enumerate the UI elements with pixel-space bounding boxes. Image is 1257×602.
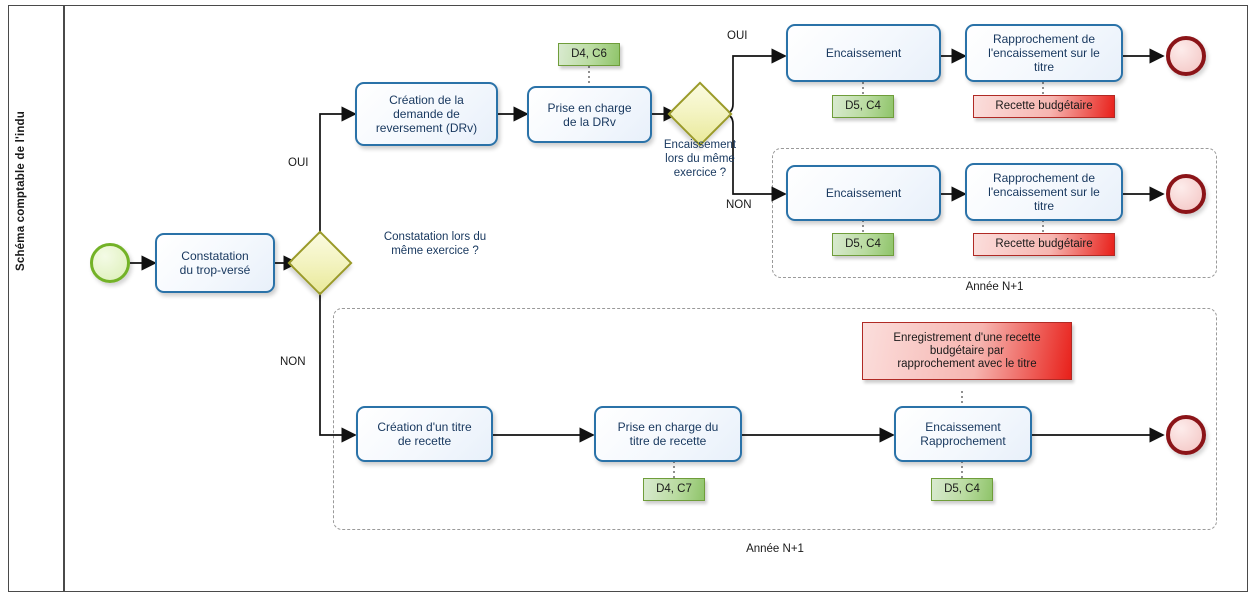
task-rapprochement-titre-2[interactable]: Rapprochement de l'encaissement sur le t… [965, 163, 1123, 221]
task-prise-en-charge-titre[interactable]: Prise en charge du titre de recette [594, 406, 742, 462]
lane-divider [63, 5, 65, 592]
task-encaissement-meme-exercice[interactable]: Encaissement [786, 24, 941, 82]
task-constatation-trop-verse[interactable]: Constatation du trop-versé [155, 233, 275, 293]
subprocess-group-upper [772, 148, 1217, 278]
flow-label-g2-yes: OUI [727, 30, 748, 42]
gateway-encaissement-label: Encaissement lors du même exercice ? [663, 139, 737, 179]
end-event-2 [1166, 174, 1206, 214]
annotation-d5-c4-upper: D5, C4 [832, 95, 894, 118]
annotation-d4-c6: D4, C6 [558, 43, 620, 66]
task-prise-en-charge-drv[interactable]: Prise en charge de la DRv [527, 86, 652, 143]
annotation-recette-budgetaire-middle: Recette budgétaire [973, 233, 1115, 256]
task-encaissement-annee-n1[interactable]: Encaissement [786, 165, 941, 221]
start-event [90, 243, 130, 283]
outer-frame [8, 5, 1248, 592]
annotation-recette-budgetaire-upper: Recette budgétaire [973, 95, 1115, 118]
task-creation-titre-recette[interactable]: Création d'un titre de recette [356, 406, 493, 462]
subprocess-group-upper-label: Année N+1 [965, 281, 1024, 293]
annotation-d5-c4-middle: D5, C4 [832, 233, 894, 256]
flow-label-g1-no: NON [280, 356, 306, 368]
subprocess-group-lower [333, 308, 1217, 530]
task-creation-drv[interactable]: Création de la demande de reversement (D… [355, 82, 498, 146]
gateway-constatation-label: Constatation lors du même exercice ? [383, 231, 487, 257]
flow-label-g1-yes: OUI [288, 157, 309, 169]
flow-label-g2-no: NON [726, 199, 752, 211]
task-encaissement-rapprochement[interactable]: Encaissement Rapprochement [894, 406, 1032, 462]
annotation-d4-c7: D4, C7 [643, 478, 705, 501]
annotation-enregistrement-recette: Enregistrement d'une recette budgétaire … [862, 322, 1072, 380]
task-rapprochement-titre-1[interactable]: Rapprochement de l'encaissement sur le t… [965, 24, 1123, 82]
subprocess-group-lower-label: Année N+1 [746, 543, 804, 555]
end-event-1 [1166, 36, 1206, 76]
end-event-3 [1166, 415, 1206, 455]
annotation-d5-c4-lower: D5, C4 [931, 478, 993, 501]
